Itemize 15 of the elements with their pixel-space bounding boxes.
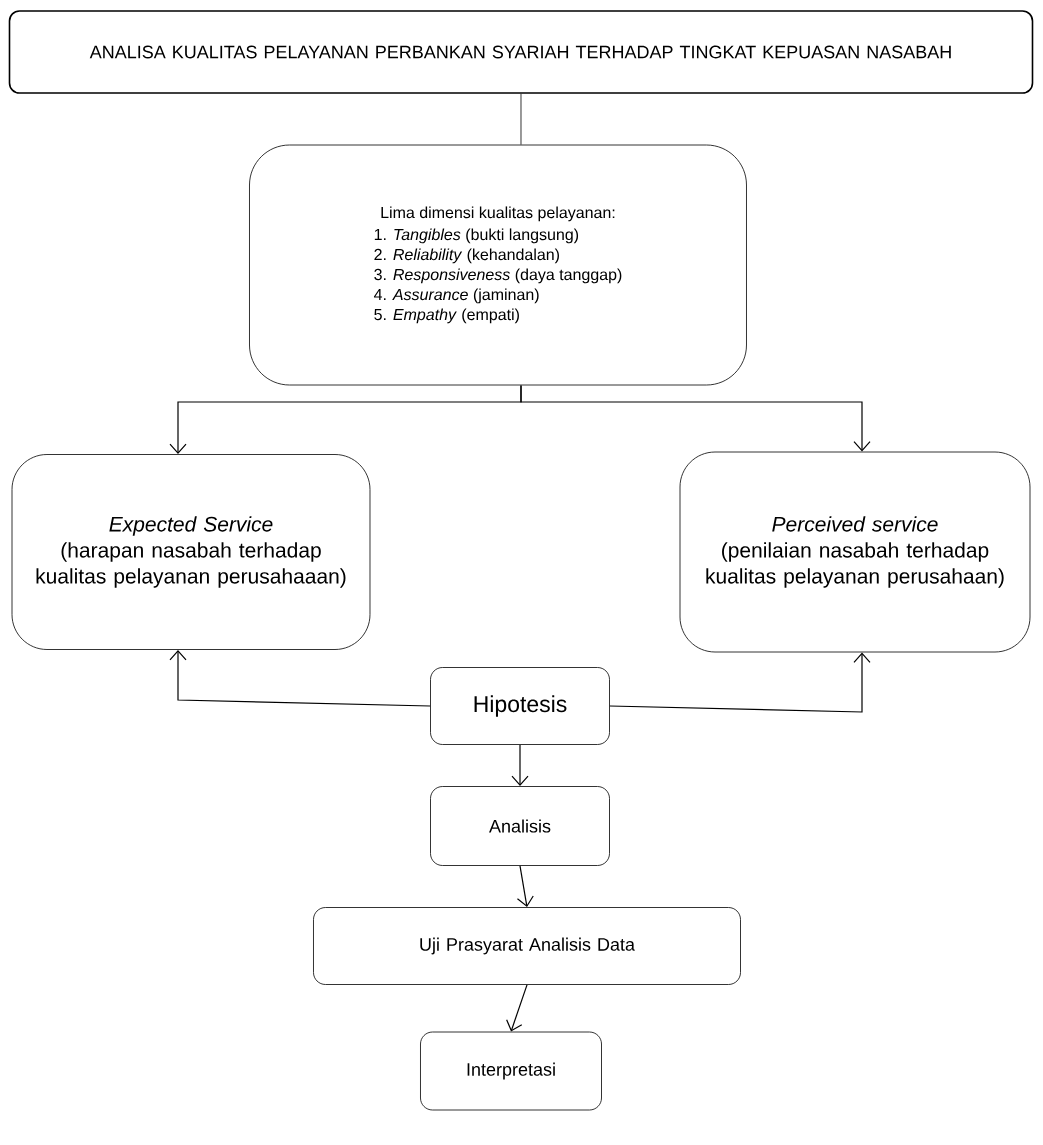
process-box: Interpretasi [420,1031,602,1111]
process-box: Expected Service (harapan nasabah terhadap kualitas pelayanan perusahaaan) [11,454,371,650]
arrow [511,744,529,787]
process-box: Uji Prasyarat Analisis Data [313,907,741,985]
arrow [506,984,528,1032]
arrow [516,865,534,908]
process-box: Perceived service (penilaian nasabah terhadap kualitas pelayanan perusahaan) [679,451,1031,653]
process-box: Hipotesis [430,667,610,745]
connector-line [520,93,522,145]
process-box: Analisis [430,786,610,866]
arrow [520,384,871,452]
arrow [609,652,871,713]
arrow [169,649,431,707]
title-box: ANALISA KUALITAS PELAYANAN PERBANKAN SYARIAH TERHADAP TINGKAT KEPUASAN NASABAH [8,10,1034,94]
list-box: Lima dimensi kualitas pelayanan: 1. Tangibles (bukti langsung) 2. Reliability (kehandalan) 3. Responsiveness (daya tanggap) 4. Assurance (jaminan) 5. Empathy (empati) [249,144,747,386]
